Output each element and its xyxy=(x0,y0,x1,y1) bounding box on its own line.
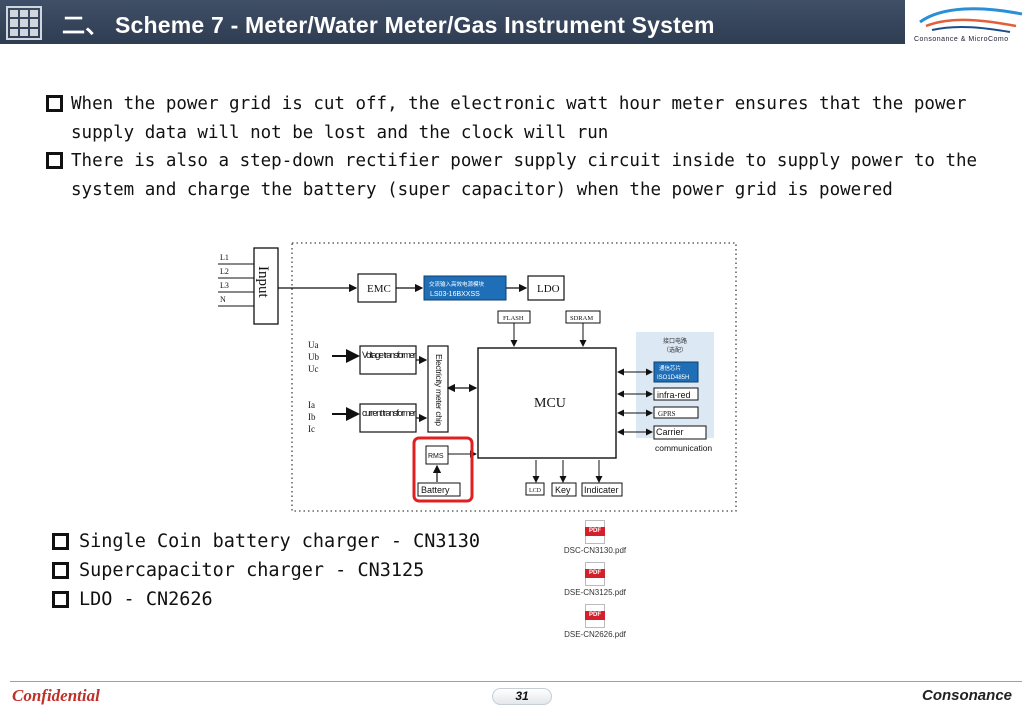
emc-label: EMC xyxy=(367,283,391,295)
communication-label: communication xyxy=(655,443,712,453)
square-bullet-icon xyxy=(46,152,63,170)
bullet-item: There is also a step-down rectifier powe… xyxy=(44,147,984,204)
company-logo: Consonance & MicroComo xyxy=(912,2,1028,46)
page-number: 31 xyxy=(492,688,552,705)
pdf-attachment-cn2626[interactable]: PDF DSE-CN2626.pdf xyxy=(545,604,645,639)
infrared-label: infra-red xyxy=(657,390,691,400)
current-transformer-label: current transformer xyxy=(362,408,416,418)
current-input-label: Ib xyxy=(308,412,316,422)
wave-logo-icon xyxy=(919,7,1023,33)
flash-label: FLASH xyxy=(503,315,524,322)
ldo-block xyxy=(527,275,565,301)
gprs-label: GPRS xyxy=(658,410,676,418)
comm-module-block xyxy=(653,361,699,383)
power-module-line2: LS03-16BXXSS xyxy=(430,291,480,298)
footer-divider xyxy=(10,681,1022,682)
comm-module-line2: ISO1D485H xyxy=(657,375,689,381)
current-input-label: Ic xyxy=(308,424,315,434)
indicator-label: Indicater xyxy=(584,485,619,495)
grid-menu-icon[interactable] xyxy=(6,6,42,40)
pdf-filename: DSE-CN2626.pdf xyxy=(564,630,626,639)
pdf-filename: DSC-CN3130.pdf xyxy=(563,546,627,555)
comm-module-line1: 通信芯片 xyxy=(659,364,681,372)
rms-block xyxy=(425,445,449,465)
interface-title: 接口电路 xyxy=(663,337,687,345)
block-diagram-svg: L1 L2 L3 N Input EMC 交流输入高效电源模块 LS03-16B… xyxy=(218,242,737,512)
confidential-label: Confidential xyxy=(12,686,100,705)
infrared-block xyxy=(653,387,699,401)
gprs-block xyxy=(653,406,699,419)
voltage-input-label: Ua xyxy=(308,340,319,350)
pdf-attachment-cn3130[interactable]: PDF DSC-CN3130.pdf xyxy=(545,520,645,555)
lcd-label: LCD xyxy=(529,488,542,494)
product-item: Supercapacitor charger - CN3125 xyxy=(52,557,480,586)
rms-label: RMS xyxy=(428,453,444,460)
mcu-block xyxy=(477,347,617,459)
mcu-label: MCU xyxy=(534,396,566,411)
carrier-label: Carrier xyxy=(656,427,684,437)
current-input-label: Ia xyxy=(308,400,315,410)
sdram-label: SDRAM xyxy=(570,315,593,322)
ldo-label: LDO xyxy=(537,283,560,295)
voltage-input-label: Uc xyxy=(308,364,319,374)
input-block xyxy=(253,247,279,325)
product-list: Single Coin battery charger - CN3130 Sup… xyxy=(52,528,480,614)
lcd-block xyxy=(525,482,545,496)
input-lines: L1 L2 L3 N xyxy=(218,253,254,307)
bullet-list: When the power grid is cut off, the elec… xyxy=(44,90,984,204)
input-line-label: N xyxy=(220,295,226,304)
power-module-line1: 交流输入高效电源模块 xyxy=(429,280,485,288)
square-bullet-icon xyxy=(52,590,69,608)
pdf-filename: DSE-CN3125.pdf xyxy=(564,588,626,597)
product-item: LDO - CN2626 xyxy=(52,586,480,615)
current-transformer-block xyxy=(359,403,417,433)
key-block xyxy=(551,482,577,497)
pdf-icon[interactable]: PDF xyxy=(585,562,605,586)
input-label: Input xyxy=(255,266,271,298)
product-item: Single Coin battery charger - CN3130 xyxy=(52,528,480,557)
input-line-label: L3 xyxy=(220,281,229,290)
square-bullet-icon xyxy=(46,95,63,112)
bullet-item: When the power grid is cut off, the elec… xyxy=(44,90,984,147)
slide-title: 二、 Scheme 7 - Meter/Water Meter/Gas Inst… xyxy=(62,12,715,38)
square-bullet-icon xyxy=(52,533,69,550)
product-text: Single Coin battery charger - CN3130 xyxy=(79,531,480,552)
battery-label: Battery xyxy=(421,485,450,495)
meter-chip-label: Electricity meter chip xyxy=(434,354,444,426)
input-line-label: L1 xyxy=(220,253,229,262)
meter-block-diagram: L1 L2 L3 N Input EMC 交流输入高效电源模块 LS03-16B… xyxy=(196,236,751,521)
pdf-icon[interactable]: PDF xyxy=(585,604,605,628)
voltage-input-label: Ub xyxy=(308,352,319,362)
footer-brand: Consonance xyxy=(921,687,1012,704)
battery-highlight xyxy=(412,436,474,503)
carrier-block xyxy=(653,425,707,440)
input-line-label: L2 xyxy=(220,267,229,276)
pdf-icon[interactable]: PDF xyxy=(585,520,605,544)
pdf-attachment-cn3125[interactable]: PDF DSE-CN3125.pdf xyxy=(545,562,645,597)
bullet-text: There is also a step-down rectifier powe… xyxy=(71,151,978,200)
indicator-block xyxy=(581,482,623,497)
voltage-transformer-block xyxy=(359,345,417,375)
system-boundary xyxy=(291,242,737,512)
battery-block xyxy=(417,482,461,497)
voltage-transformer-label: Voltage transformer xyxy=(362,350,416,360)
interface-panel xyxy=(636,332,714,438)
interface-sub: （选配） xyxy=(663,346,687,354)
bullet-text: When the power grid is cut off, the elec… xyxy=(71,94,967,143)
product-text: LDO - CN2626 xyxy=(79,588,213,610)
key-label: Key xyxy=(555,485,571,495)
title-bar: 二、 Scheme 7 - Meter/Water Meter/Gas Inst… xyxy=(0,0,905,44)
header: 二、 Scheme 7 - Meter/Water Meter/Gas Inst… xyxy=(0,0,1032,50)
square-bullet-icon xyxy=(52,561,69,579)
logo-text: Consonance & MicroComo xyxy=(914,36,1009,43)
power-module-block xyxy=(423,275,507,301)
emc-block xyxy=(357,273,397,303)
product-text: Supercapacitor charger - CN3125 xyxy=(79,559,425,581)
